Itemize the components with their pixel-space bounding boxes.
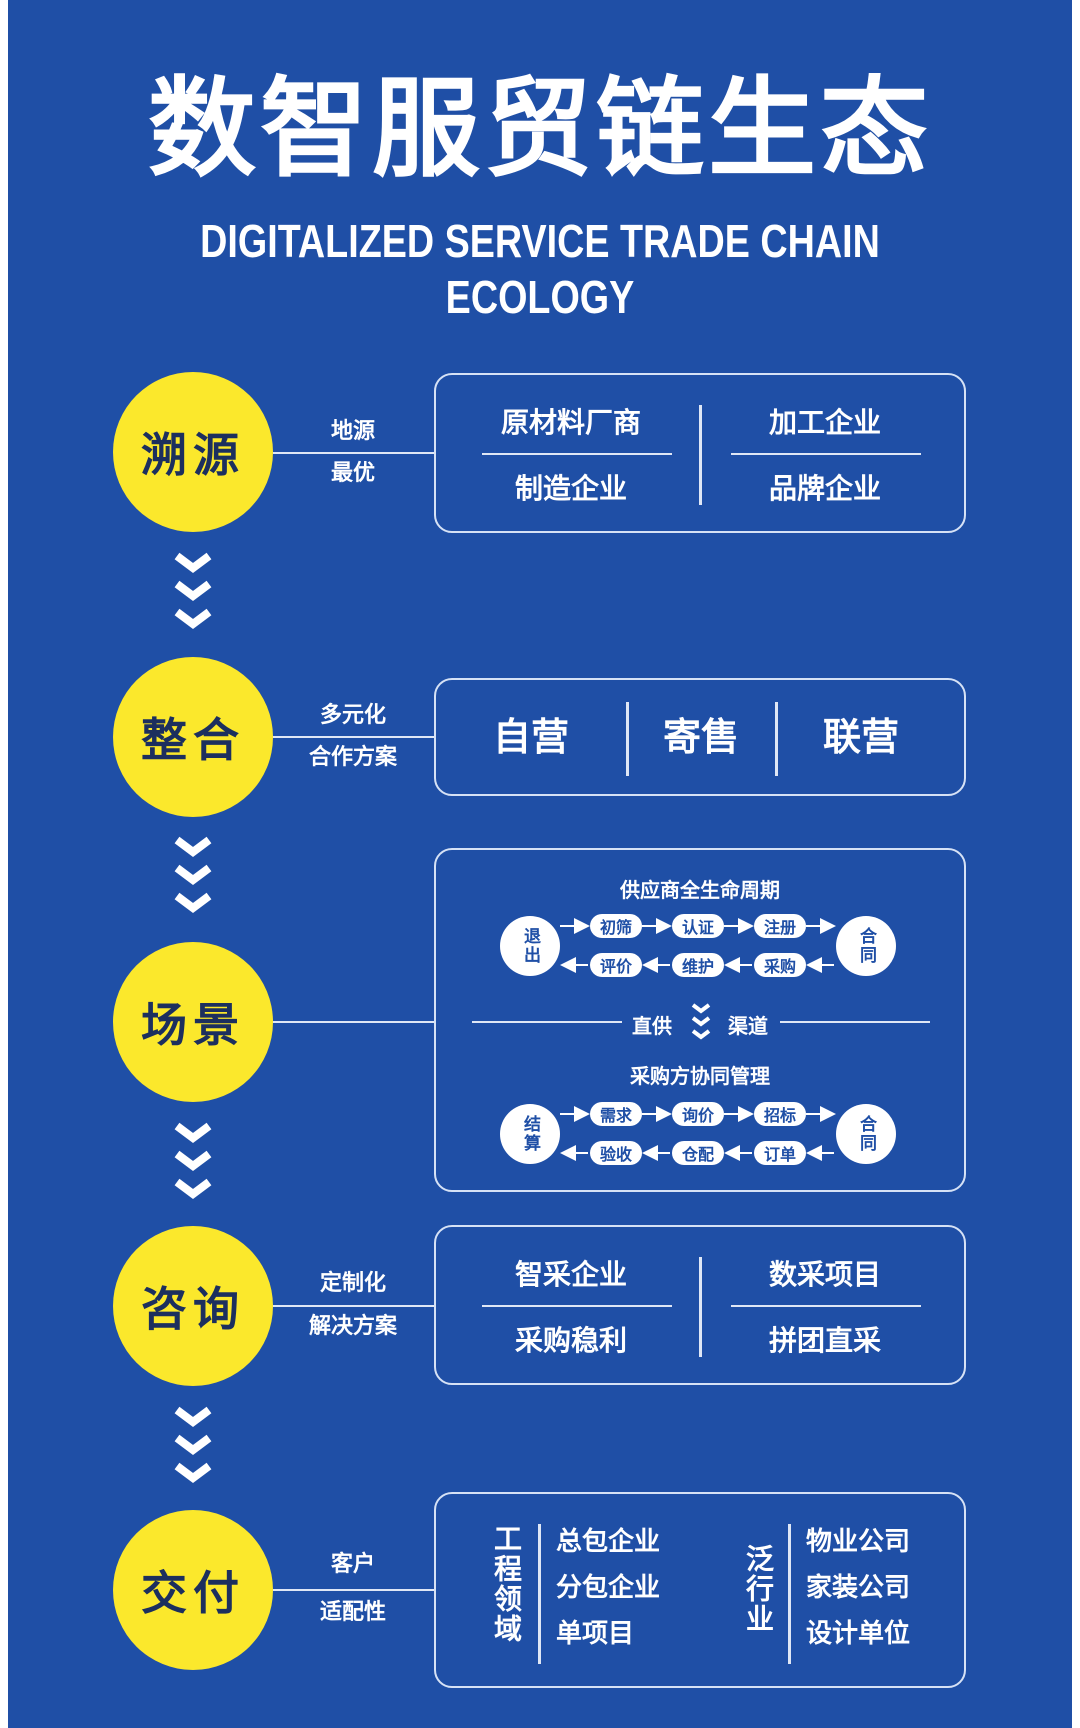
stage-box-consult: 智采企业 采购稳利 数采项目 拼团直采 xyxy=(434,1225,966,1385)
divider xyxy=(482,453,672,455)
stage-circle-integrate: 整合 xyxy=(113,657,273,817)
flow-pill: 仓配 xyxy=(672,1141,724,1165)
grid-cell: 数采项目 xyxy=(768,1258,881,1291)
page-title: 数智服贸链生态 xyxy=(147,67,932,192)
stage-circle-trace: 溯源 xyxy=(113,372,273,532)
stage-box-scenario: 供应商全生命周期 xyxy=(434,848,966,1192)
grid-cell: 品牌企业 xyxy=(768,472,881,505)
flow-end-circle: 合同 xyxy=(836,1104,896,1164)
connector-line xyxy=(273,1021,436,1023)
connector-line xyxy=(273,1305,436,1307)
flow-pill: 需求 xyxy=(590,1102,642,1126)
flow-pill: 询价 xyxy=(672,1102,724,1126)
group-item: 设计单位 xyxy=(806,1619,911,1649)
group-item: 总包企业 xyxy=(556,1527,661,1557)
stage-box-trace: 原材料厂商 制造企业 加工企业 品牌企业 xyxy=(434,373,966,533)
stage-circle-scenario: 场景 xyxy=(113,942,273,1102)
connector-line xyxy=(273,1589,436,1591)
grid-cell: 原材料厂商 xyxy=(500,406,641,439)
group-heading: 工程领域 xyxy=(490,1524,523,1644)
flow-pill: 采购 xyxy=(754,953,806,977)
grid-cell: 制造企业 xyxy=(514,472,627,505)
poster: 数智服贸链生态 DIGITALIZED SERVICE TRADE CHAIN … xyxy=(8,0,1072,1728)
stage-circle-deliver: 交付 xyxy=(113,1510,273,1670)
stage-label-line1: 客户 xyxy=(330,1552,375,1577)
flow-end-circle: 结算 xyxy=(500,1104,560,1164)
triple-chevron-down-icon xyxy=(173,1406,213,1494)
stage-label-line1: 地源 xyxy=(330,419,375,444)
stage-box-deliver: 工程领域 总包企业 分包企业 单项目 泛行业 物业公司 家装公司 设计单位 xyxy=(434,1492,966,1688)
mode-cell: 联营 xyxy=(822,715,899,759)
buyer-collab-title: 采购方协同管理 xyxy=(630,1064,770,1088)
grid-cell: 加工企业 xyxy=(768,406,881,439)
stage-label-line2: 合作方案 xyxy=(308,745,397,770)
flow-pill: 注册 xyxy=(754,914,806,938)
divider-label-channel: 渠道 xyxy=(728,1014,768,1038)
flow-end-circle: 合同 xyxy=(836,916,896,976)
triple-chevron-down-icon xyxy=(173,1122,213,1210)
triple-chevron-down-icon xyxy=(691,1002,711,1046)
stage-label-line2: 解决方案 xyxy=(308,1314,397,1339)
mode-cell: 寄售 xyxy=(662,715,739,759)
divider-label-direct: 直供 xyxy=(632,1014,672,1038)
grid-cell: 智采企业 xyxy=(514,1258,627,1291)
flow-pill: 维护 xyxy=(672,953,724,977)
flow-pill: 验收 xyxy=(590,1141,642,1165)
stage-label-line1: 定制化 xyxy=(319,1271,386,1296)
page-subtitle: DIGITALIZED SERVICE TRADE CHAIN ECOLOGY xyxy=(200,215,880,323)
stage-circle-consult: 咨询 xyxy=(113,1226,273,1386)
flow-arrows xyxy=(560,918,836,1161)
divider xyxy=(538,1524,541,1664)
flow-pill: 认证 xyxy=(672,914,724,938)
divider xyxy=(731,453,921,455)
triple-chevron-down-icon xyxy=(173,836,213,924)
triple-chevron-down-icon xyxy=(173,552,213,640)
group-item: 分包企业 xyxy=(556,1573,661,1603)
group-item: 物业公司 xyxy=(806,1527,911,1557)
grid-cell: 拼团直采 xyxy=(768,1324,881,1357)
divider xyxy=(699,1257,702,1357)
flow-end-circle: 退出 xyxy=(500,916,560,976)
stage-label-line1: 多元化 xyxy=(319,703,386,728)
divider xyxy=(482,1305,672,1307)
flow-pill: 订单 xyxy=(754,1141,806,1165)
group-item: 单项目 xyxy=(556,1619,635,1649)
flow-pill: 初筛 xyxy=(590,914,642,938)
mode-cell: 自营 xyxy=(492,715,569,759)
connector-line xyxy=(273,452,436,454)
grid-cell: 采购稳利 xyxy=(514,1324,627,1357)
divider xyxy=(788,1524,791,1664)
divider xyxy=(780,1021,930,1023)
supplier-lifecycle-title: 供应商全生命周期 xyxy=(620,878,780,902)
flow-pill: 评价 xyxy=(590,953,642,977)
group-heading: 泛行业 xyxy=(742,1544,775,1634)
connector-line xyxy=(273,736,436,738)
stage-box-integrate: 自营 寄售 联营 xyxy=(434,678,966,796)
divider xyxy=(626,702,629,776)
divider xyxy=(731,1305,921,1307)
group-item: 家装公司 xyxy=(806,1573,911,1603)
divider xyxy=(699,405,702,505)
stage-label-line2: 适配性 xyxy=(319,1600,386,1625)
flow-pill: 招标 xyxy=(754,1102,806,1126)
divider xyxy=(472,1021,622,1023)
divider xyxy=(775,702,778,776)
stage-label-line2: 最优 xyxy=(330,461,375,486)
